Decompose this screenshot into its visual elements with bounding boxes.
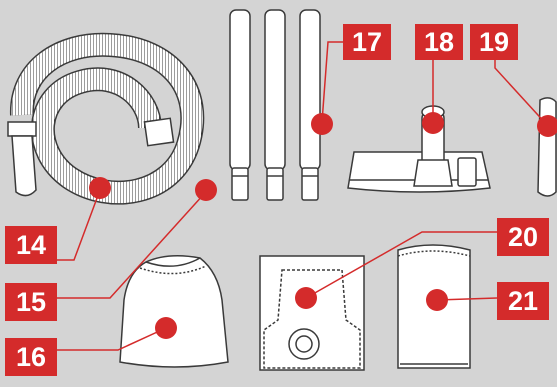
callout-dot-15	[195, 179, 217, 201]
callout-badge-floor-nozzle: 18	[415, 24, 463, 60]
hose-illustration	[7, 32, 205, 205]
callout-badge-cloth-filter: 21	[497, 282, 549, 320]
leader-line-19	[494, 60, 549, 127]
leader-line-17	[321, 41, 343, 123]
paper-dust-bag-illustration	[259, 255, 365, 371]
leader-line-14	[57, 189, 101, 261]
callout-badge-crevice-tool: 17	[343, 24, 391, 60]
callout-leaders	[57, 41, 549, 351]
callout-badge-narrow-crevice-tool: 19	[470, 24, 518, 60]
callout-dot-18	[422, 112, 444, 134]
callout-dot-21	[426, 289, 448, 311]
narrow-crevice-tool-illustration	[537, 97, 557, 197]
callout-dot-19	[537, 115, 557, 137]
leader-line-15	[57, 193, 205, 299]
floor-nozzle-illustration	[347, 105, 491, 193]
callout-badge-hose: 14	[5, 226, 57, 264]
callout-badge-filter-bag: 16	[5, 338, 57, 376]
callout-badge-extension-wands: 15	[5, 283, 57, 321]
leader-line-16	[57, 327, 167, 351]
extension-wands-illustration	[229, 9, 321, 201]
callout-dot-20	[295, 287, 317, 309]
filter-bag-illustration	[119, 255, 229, 368]
callout-dots	[89, 112, 557, 339]
callout-dot-16	[155, 317, 177, 339]
callout-dot-17	[311, 113, 333, 135]
leader-line-20	[305, 231, 497, 299]
callout-badge-paper-dust-bag: 20	[497, 218, 549, 256]
callout-dot-14	[89, 177, 111, 199]
